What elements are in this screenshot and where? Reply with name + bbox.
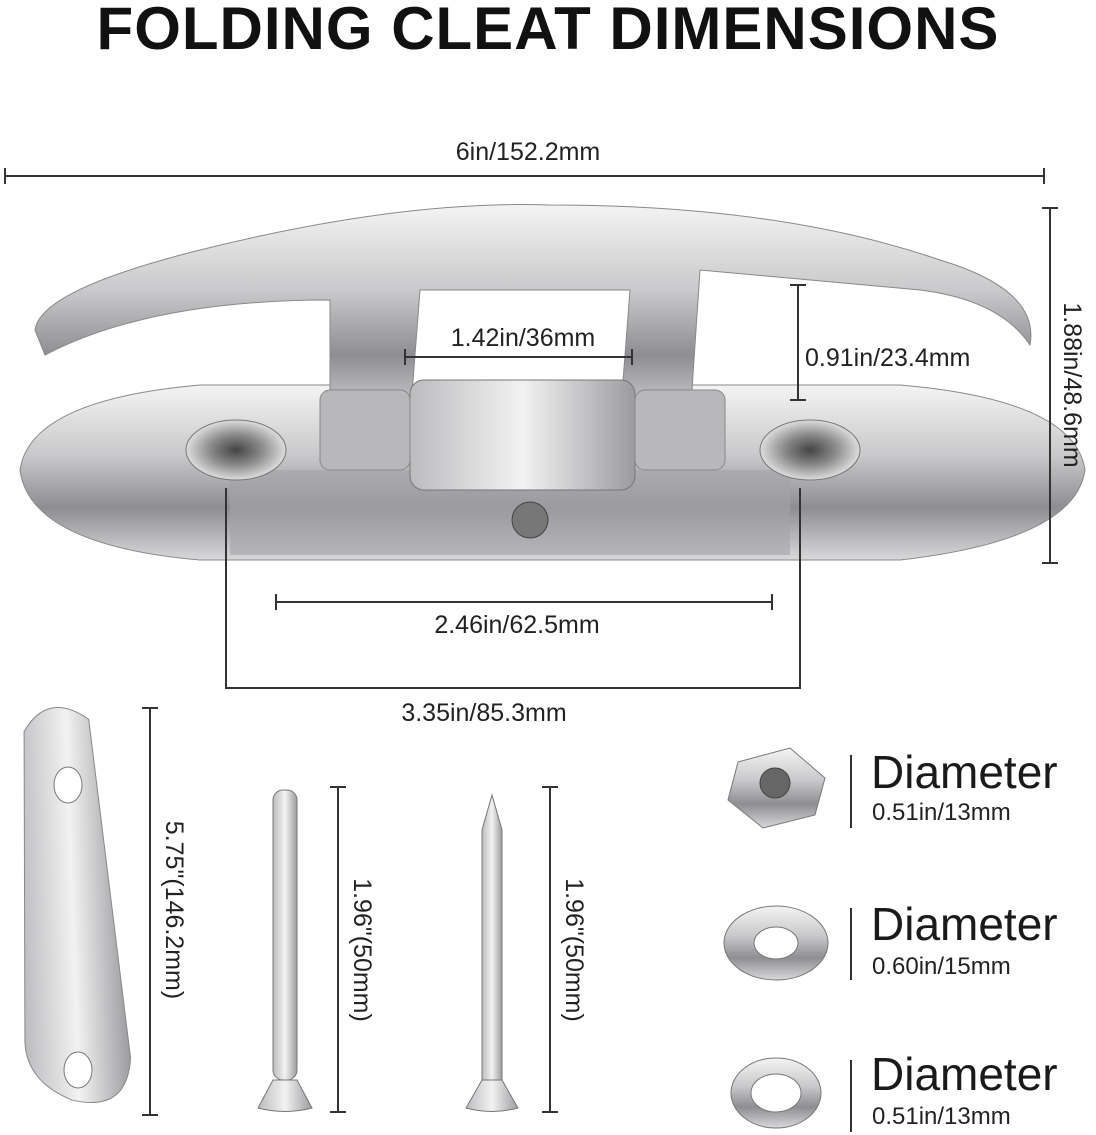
horn-clearance-dimension: 0.91in/23.4mm	[790, 284, 970, 401]
screw-length-label: 1.96"(50mm)	[560, 878, 588, 1022]
hardware-item-nut: Diameter 0.51in/13mm	[850, 746, 1058, 828]
inner-opening-label: 1.42in/36mm	[451, 324, 596, 352]
hardware-item-flat-washer: Diameter 0.60in/15mm	[850, 898, 1058, 980]
overall-height-label: 1.88in/48.6mm	[1058, 302, 1086, 467]
overall-length-dimension: 6in/152.2mm	[4, 138, 1045, 184]
wood-screw-image	[465, 793, 519, 1112]
flat-washer-diameter: 0.60in/15mm	[872, 953, 1011, 980]
flat-washer-icon	[723, 905, 829, 981]
inner-opening-dimension: 1.42in/36mm	[404, 324, 633, 365]
flat-washer-heading: Diameter	[871, 898, 1058, 950]
lock-washer-icon	[730, 1057, 822, 1129]
cleat-image	[19, 204, 1086, 561]
hole-spacing-dimension: 3.35in/85.3mm	[225, 488, 801, 727]
nut-diameter: 0.51in/13mm	[872, 799, 1011, 826]
mount-hole-icon	[759, 419, 861, 481]
bolt-length-dimension: 1.96"(50mm)	[330, 786, 376, 1113]
mount-hole-icon	[185, 419, 287, 481]
overall-height-dimension: 1.88in/48.6mm	[1042, 207, 1086, 564]
hex-nut-icon	[727, 747, 826, 829]
machine-bolt-image	[257, 789, 313, 1112]
base-slot-label: 2.46in/62.5mm	[434, 611, 599, 639]
horn-clearance-label: 0.91in/23.4mm	[805, 344, 970, 372]
overall-length-label: 6in/152.2mm	[456, 138, 601, 166]
screw-length-dimension: 1.96"(50mm)	[542, 786, 588, 1113]
backing-plate-label: 5.75"(146.2mm)	[160, 821, 188, 999]
bolt-length-label: 1.96"(50mm)	[348, 878, 376, 1022]
backing-plate-dimension: 5.75"(146.2mm)	[142, 707, 188, 1116]
backing-plate-image	[23, 706, 132, 1104]
nut-heading: Diameter	[871, 746, 1058, 798]
hardware-item-lock-washer: Diameter 0.51in/13mm	[850, 1048, 1058, 1132]
lock-washer-diameter: 0.51in/13mm	[872, 1103, 1011, 1130]
page-title: FOLDING CLEAT DIMENSIONS	[96, 0, 1000, 62]
lock-washer-heading: Diameter	[871, 1048, 1058, 1100]
base-slot-dimension: 2.46in/62.5mm	[275, 594, 773, 639]
hole-spacing-label: 3.35in/85.3mm	[401, 699, 566, 727]
